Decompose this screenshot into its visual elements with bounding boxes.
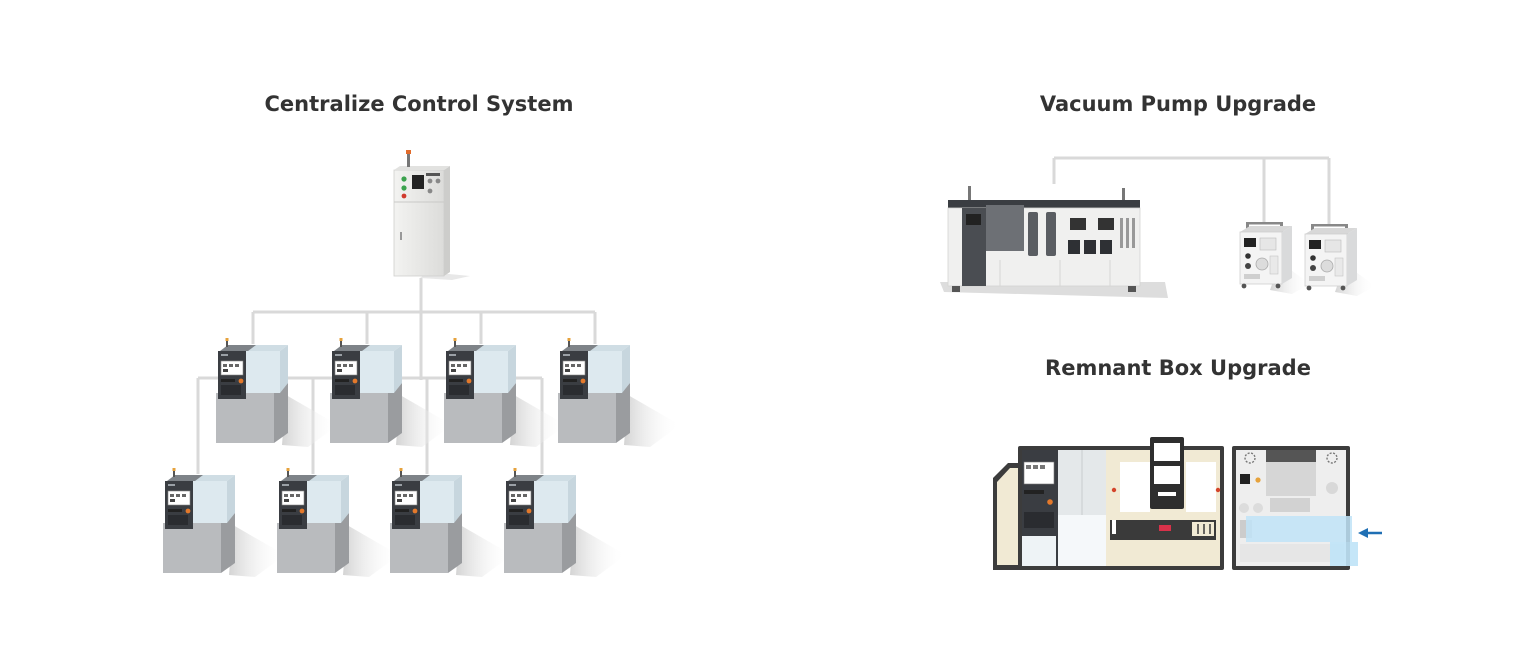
vacuum-pump-title: Vacuum Pump Upgrade bbox=[1039, 92, 1317, 116]
centralize-control-diagram bbox=[162, 150, 681, 578]
production-machine bbox=[329, 337, 453, 448]
central-control-cabinet bbox=[393, 150, 470, 280]
remnant-box-diagram bbox=[993, 437, 1382, 570]
production-machine bbox=[503, 467, 627, 578]
machine-row-bottom bbox=[162, 467, 627, 578]
centralize-control-title: Centralize Control System bbox=[264, 92, 574, 116]
production-machine bbox=[389, 467, 513, 578]
production-machine bbox=[276, 467, 400, 578]
production-machine bbox=[557, 337, 681, 448]
remnant-box-title: Remnant Box Upgrade bbox=[1045, 356, 1311, 380]
vacuum-pump bbox=[1304, 223, 1376, 297]
production-machine bbox=[162, 467, 286, 578]
vacuum-connectors bbox=[1052, 156, 1331, 226]
remnant-box-highlight bbox=[1246, 516, 1352, 542]
production-machine bbox=[443, 337, 567, 448]
main-equipment bbox=[940, 186, 1168, 298]
arrow-left-icon bbox=[1358, 528, 1382, 538]
vacuum-pump bbox=[1239, 221, 1311, 295]
machine-row-top bbox=[215, 337, 681, 448]
vacuum-pump-diagram bbox=[940, 156, 1376, 298]
production-machine bbox=[215, 337, 339, 448]
remnant-machine-side bbox=[1232, 446, 1358, 570]
remnant-machine-main bbox=[993, 437, 1224, 570]
